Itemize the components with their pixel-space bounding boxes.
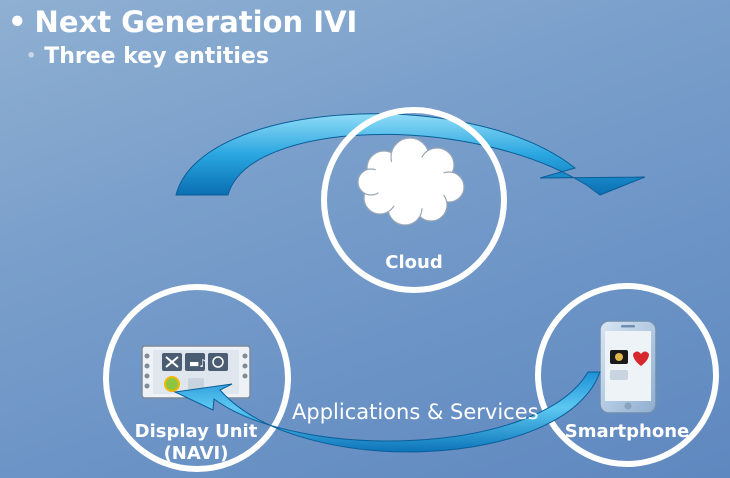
bullet-dot: • <box>8 5 27 39</box>
display-unit-label-line1: Display Unit <box>134 421 258 442</box>
title-text: Next Generation IVI <box>34 5 358 39</box>
slide-subtitle: • Three key entities <box>26 42 269 71</box>
bottom-flow-arrow <box>173 371 601 453</box>
cloud-ring <box>321 107 507 293</box>
smartphone-icon <box>599 320 657 414</box>
cloud-icon-fill <box>372 155 448 211</box>
svg-text:▬♪: ▬♪ <box>189 357 206 370</box>
slide-title: •Next Generation IVI <box>8 4 357 40</box>
cloud-label: Cloud <box>385 252 443 273</box>
display-unit-ring <box>103 284 291 472</box>
top-flow-arrow <box>175 113 646 196</box>
connector-label: Applications & Services <box>292 400 539 424</box>
smartphone-label: Smartphone <box>564 421 690 442</box>
sub-bullet-dot: • <box>26 46 37 65</box>
subtitle-text: Three key entities <box>44 44 269 69</box>
display-unit-label-line2: (NAVI) <box>163 443 229 464</box>
smartphone-ring <box>535 283 719 467</box>
display-unit-label: Display Unit (NAVI) <box>126 421 266 465</box>
